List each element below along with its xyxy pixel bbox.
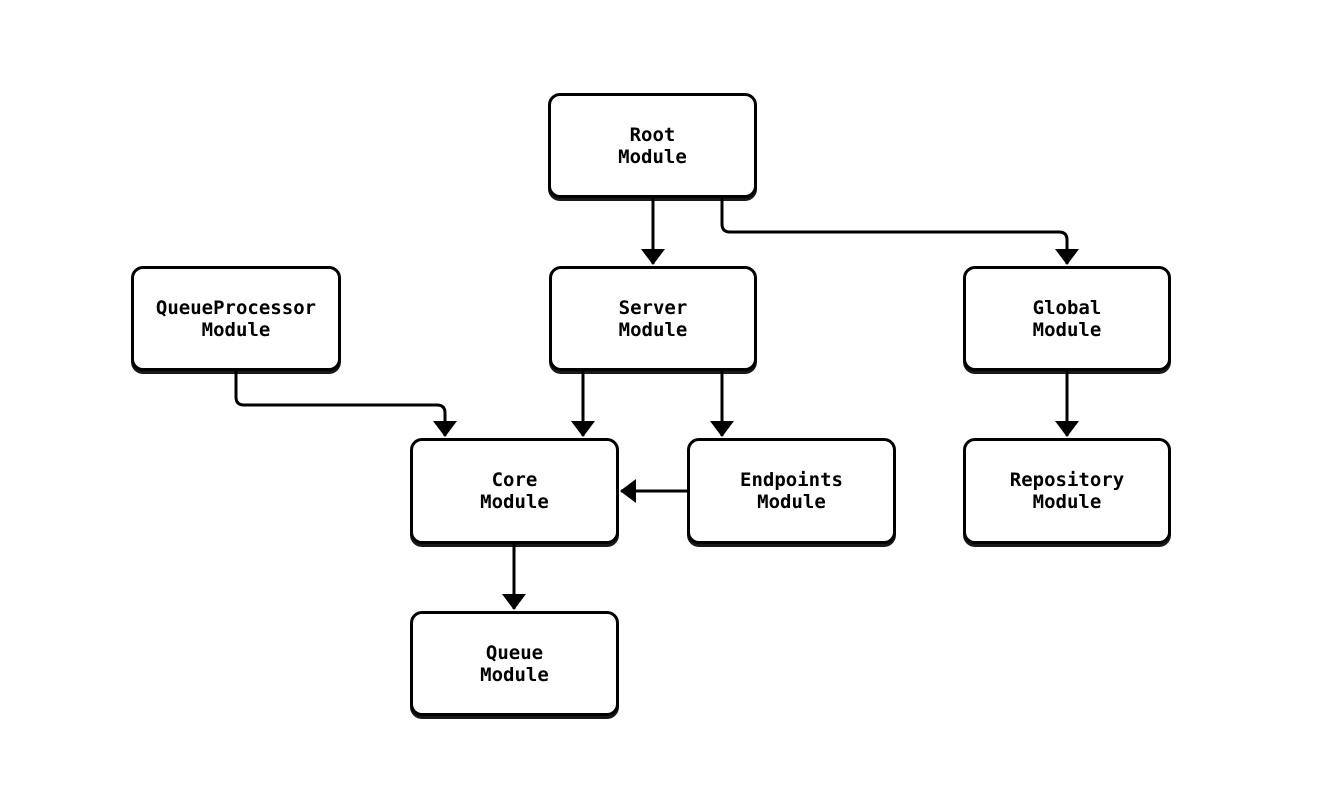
node-label: Repository Module <box>1009 469 1125 513</box>
node-label: Server Module <box>618 296 688 341</box>
node-label: Endpoints Module <box>740 469 843 513</box>
node-queue-module: Queue Module <box>410 611 619 716</box>
node-label: Queue Module <box>480 641 549 686</box>
node-label: Global Module <box>1032 296 1102 341</box>
node-queueprocessor-module: QueueProcessor Module <box>131 266 341 371</box>
node-label: Core Module <box>480 469 549 513</box>
node-server-module: Server Module <box>549 266 757 371</box>
node-core-module: Core Module <box>410 438 619 544</box>
node-root-module: Root Module <box>548 93 757 198</box>
edge-root-global <box>720 198 1079 265</box>
node-global-module: Global Module <box>963 266 1171 371</box>
node-repository-module: Repository Module <box>963 438 1171 544</box>
node-label: Root Module <box>618 123 687 168</box>
node-label: QueueProcessor Module <box>155 296 317 341</box>
edge-queueprocessor-core <box>234 371 457 437</box>
node-endpoints-module: Endpoints Module <box>687 438 896 544</box>
